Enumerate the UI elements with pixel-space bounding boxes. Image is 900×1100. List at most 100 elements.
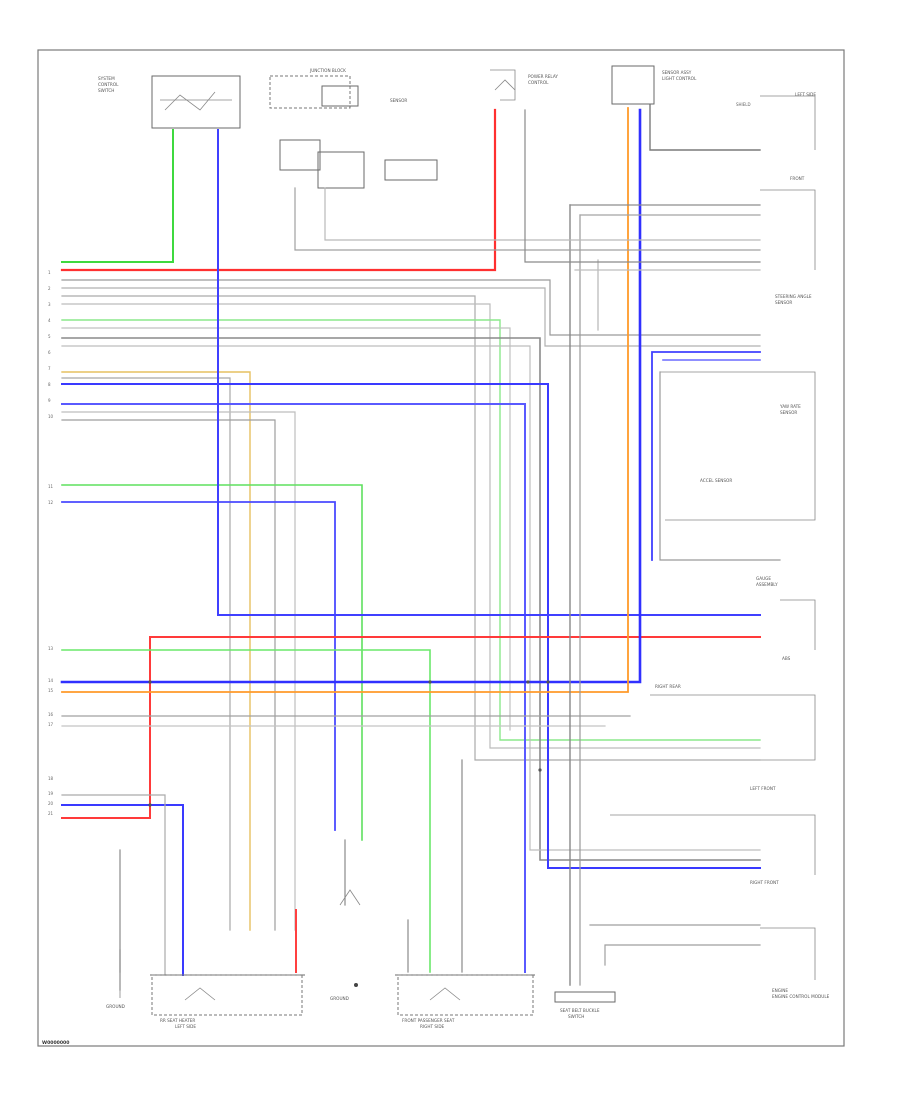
svg-text:CONTROL: CONTROL xyxy=(528,80,549,85)
svg-text:20: 20 xyxy=(48,801,54,806)
seat-belt-label: SEAT BELT BUCKLE xyxy=(560,1008,600,1013)
svg-text:SWITCH: SWITCH xyxy=(98,88,114,93)
wire-bundle xyxy=(60,104,781,991)
wire-gray-8 xyxy=(61,377,231,931)
svg-text:LEFT FRONT: LEFT FRONT xyxy=(750,786,776,791)
svg-text:8: 8 xyxy=(48,382,51,387)
svg-text:ASSEMBLY: ASSEMBLY xyxy=(756,582,778,587)
svg-text:4: 4 xyxy=(48,318,51,323)
wire-lightgreen-1 xyxy=(61,319,761,741)
svg-text:18: 18 xyxy=(48,776,54,781)
svg-text:SHIELD: SHIELD xyxy=(736,102,751,107)
top-center-module: JUNCTION BLOCK SENSOR xyxy=(269,68,438,189)
svg-text:LEFT SIDE: LEFT SIDE xyxy=(175,1024,196,1029)
top-left-switch-module: SYSTEM CONTROL SWITCH xyxy=(98,75,241,129)
svg-text:17: 17 xyxy=(48,722,54,727)
wire-gray-6 xyxy=(61,337,761,861)
svg-text:SYSTEM: SYSTEM xyxy=(98,76,115,81)
bottom-ground-1: GROUND xyxy=(106,990,125,1009)
wire-blue-7 xyxy=(651,351,761,561)
svg-text:RIGHT SIDE: RIGHT SIDE xyxy=(420,1024,445,1029)
svg-text:SENSOR: SENSOR xyxy=(780,410,797,415)
svg-text:GROUND: GROUND xyxy=(330,996,349,1001)
svg-text:SWITCH: SWITCH xyxy=(568,1014,584,1019)
svg-text:21: 21 xyxy=(48,811,54,816)
right-connector-block-2: FRONT STEERING ANGLE SENSOR xyxy=(760,176,816,305)
wire-blue-6 xyxy=(61,804,184,976)
rear-seat-label: RR SEAT HEATER xyxy=(160,1018,195,1023)
wire-gray-13 xyxy=(61,794,166,976)
svg-text:12: 12 xyxy=(48,500,54,505)
svg-text:2: 2 xyxy=(48,286,51,291)
wire-gray-24 xyxy=(524,109,761,263)
svg-text:3: 3 xyxy=(48,302,51,307)
top-right-sensor: SENSOR ASSY LIGHT CONTROL xyxy=(611,65,697,105)
wire-red-2 xyxy=(61,636,761,819)
wire-red-1 xyxy=(60,108,497,272)
right-connector-block-7: ENGINE ENGINE CONTROL MODULE xyxy=(760,927,830,999)
top-relay: POWER RELAY CONTROL xyxy=(490,69,558,101)
svg-text:15: 15 xyxy=(48,688,54,693)
wire-blue-5 xyxy=(60,108,642,684)
footer-code: W0000000 xyxy=(42,1040,69,1046)
bottom-connector-seat-belt: SEAT BELT BUCKLE SWITCH xyxy=(554,991,616,1019)
svg-text:SENSOR ASSY: SENSOR ASSY xyxy=(662,70,692,75)
svg-text:14: 14 xyxy=(48,678,54,683)
svg-text:POWER RELAY: POWER RELAY xyxy=(528,74,558,79)
wire-gray-19 xyxy=(649,104,761,151)
svg-text:CONTROL: CONTROL xyxy=(98,82,119,87)
svg-text:6: 6 xyxy=(48,350,51,355)
svg-text:SENSOR: SENSOR xyxy=(390,98,407,103)
wire-gray-2 xyxy=(61,287,761,347)
wire-gray-5 xyxy=(61,327,511,731)
wire-gray-4 xyxy=(61,303,761,749)
svg-text:1: 1 xyxy=(48,270,51,275)
wire-blue-3 xyxy=(61,501,336,831)
wire-gray-3 xyxy=(61,295,761,761)
bottom-center-switch: GROUND xyxy=(330,889,361,1001)
right-connector-block-1: LEFT SIDE SHIELD xyxy=(736,92,816,150)
svg-text:9: 9 xyxy=(48,398,51,403)
svg-text:16: 16 xyxy=(48,712,54,717)
splice-points xyxy=(148,680,550,807)
svg-text:FRONT: FRONT xyxy=(790,176,805,181)
svg-text:19: 19 xyxy=(48,791,54,796)
wire-gray-26 xyxy=(659,371,781,561)
svg-text:RIGHT FRONT: RIGHT FRONT xyxy=(750,880,779,885)
wire-gray-1 xyxy=(61,279,761,336)
svg-text:13: 13 xyxy=(48,646,54,651)
svg-text:STEERING ANGLE: STEERING ANGLE xyxy=(775,294,812,299)
right-connector-block-3: YAW RATE SENSOR ACCEL SENSOR xyxy=(660,371,816,521)
svg-text:RIGHT REAR: RIGHT REAR xyxy=(655,684,681,689)
svg-text:LEFT SIDE: LEFT SIDE xyxy=(795,92,816,97)
diagram-frame xyxy=(37,49,845,1047)
svg-text:JUNCTION BLOCK: JUNCTION BLOCK xyxy=(309,68,346,73)
wire-gray-10 xyxy=(61,419,276,931)
svg-text:10: 10 xyxy=(48,414,54,419)
wire-green-2 xyxy=(61,484,363,841)
wire-gray-7 xyxy=(61,345,761,851)
wire-blue-1 xyxy=(61,383,761,869)
wire-yellow-1 xyxy=(61,371,251,931)
wire-green-1 xyxy=(61,129,174,263)
svg-text:ACCEL SENSOR: ACCEL SENSOR xyxy=(700,478,732,483)
svg-text:LIGHT CONTROL: LIGHT CONTROL xyxy=(662,76,697,81)
wire-blue-4 xyxy=(217,129,761,616)
left-pin-labels: 1 2 3 4 5 6 7 8 9 10 11 12 13 14 15 16 1… xyxy=(48,270,54,816)
front-seat-label: FRONT PASSENGER SEAT xyxy=(402,1018,455,1023)
svg-text:YAW RATE: YAW RATE xyxy=(779,404,801,409)
wire-orange-1 xyxy=(61,107,629,693)
svg-text:7: 7 xyxy=(48,366,51,371)
wire-gray-18 xyxy=(604,944,761,966)
right-connector-block-4: GAUGE ASSEMBLY ABS xyxy=(756,576,816,661)
svg-text:GAUGE: GAUGE xyxy=(756,576,771,581)
bottom-connector-rear-seat: RR SEAT HEATER LEFT SIDE xyxy=(150,974,305,1029)
bottom-connector-front-seat: FRONT PASSENGER SEAT RIGHT SIDE xyxy=(395,974,535,1029)
svg-text:ENGINE: ENGINE xyxy=(772,988,788,993)
svg-text:SENSOR: SENSOR xyxy=(775,300,792,305)
wire-gray-22 xyxy=(294,187,761,251)
wire-gray-23 xyxy=(324,187,761,241)
svg-text:ABS: ABS xyxy=(782,656,791,661)
right-connector-block-6: LEFT FRONT RIGHT FRONT xyxy=(610,786,816,885)
